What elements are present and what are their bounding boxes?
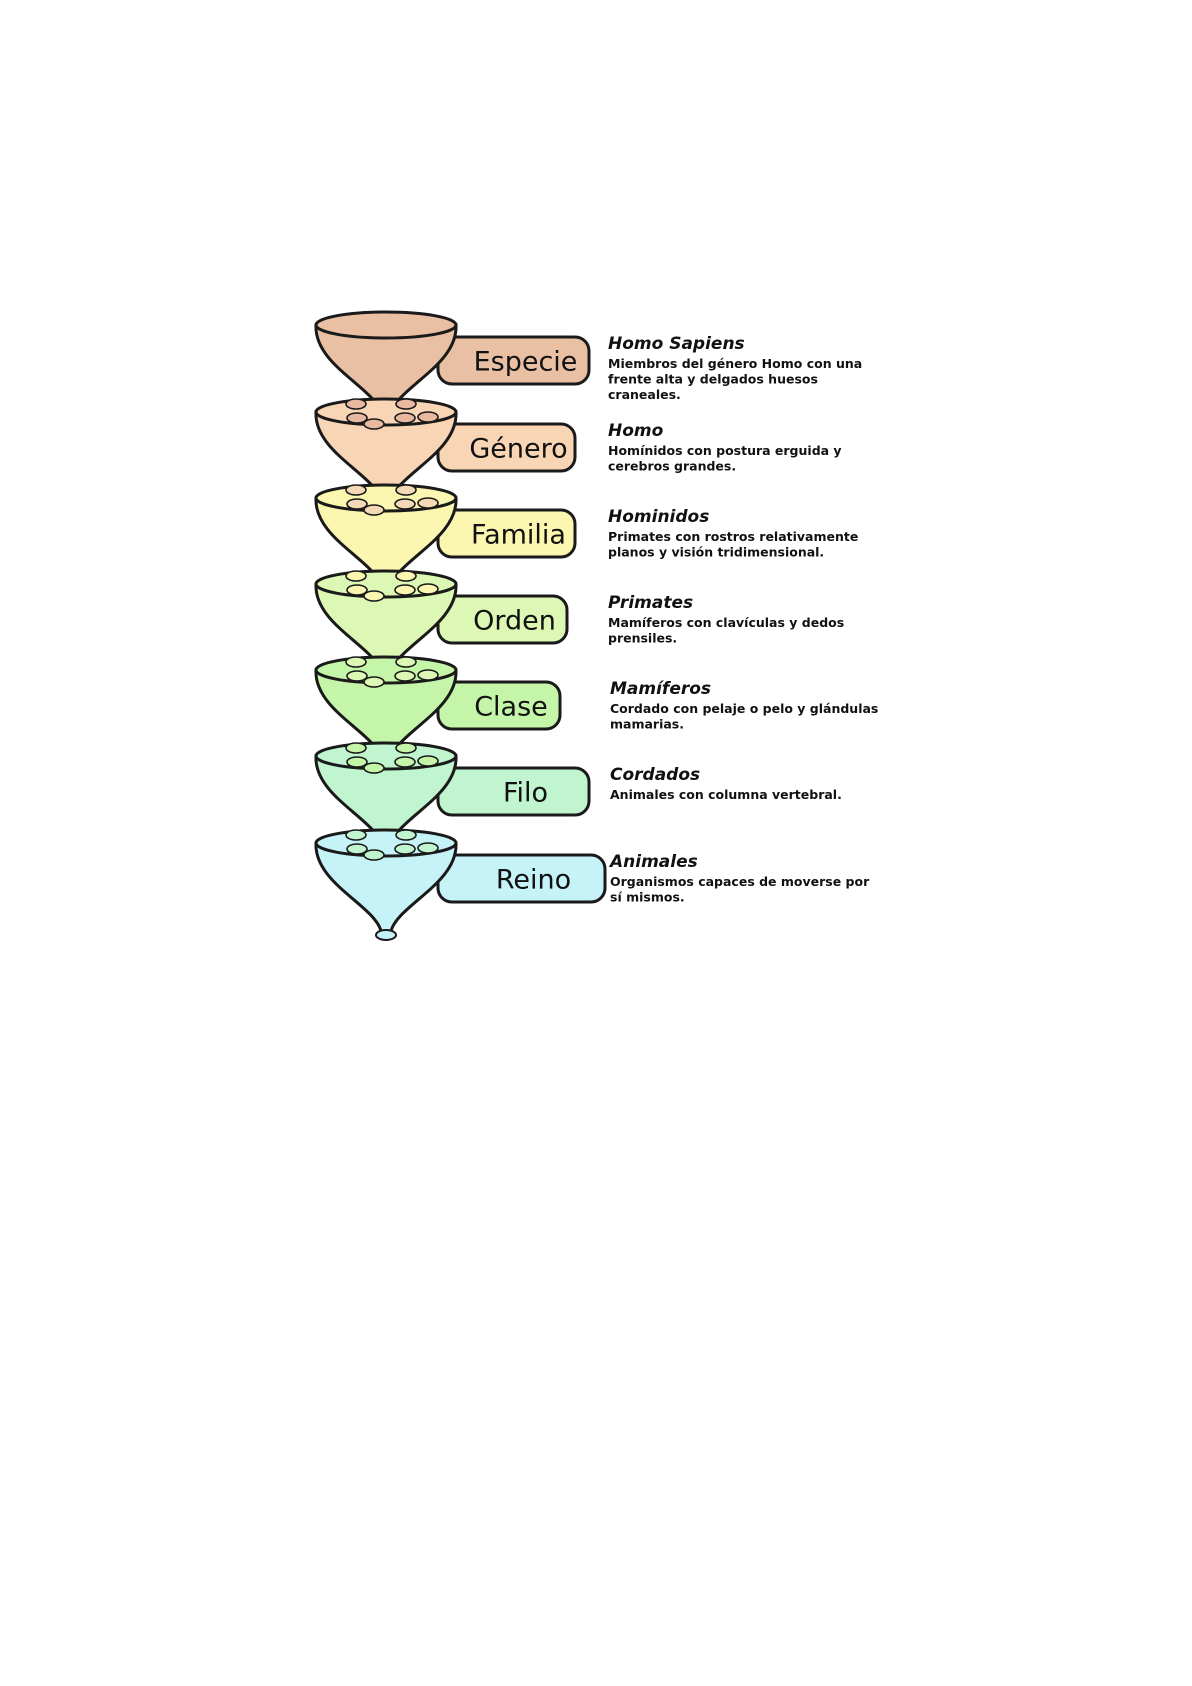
taxon-description-line: Cordado con pelaje o pelo y glándulas [610, 701, 878, 716]
rim-hole [345, 398, 367, 410]
taxon-description-line: Animales con columna vertebral. [610, 787, 842, 802]
funnel-rim [314, 310, 458, 340]
taxon-name: Homo [608, 421, 664, 441]
rim-hole [363, 418, 385, 430]
taxon-description-line: mamarias. [610, 717, 684, 732]
rank-label: Orden [473, 606, 556, 637]
taxon-description-line: craneales. [608, 387, 681, 402]
rim-hole [345, 484, 367, 496]
taxon-description-line: prensiles. [608, 631, 677, 646]
taxon-description-line: cerebros grandes. [608, 459, 736, 474]
rim-hole [395, 742, 417, 754]
taxon-description-line: Miembros del género Homo con una [608, 356, 862, 371]
rim-hole [394, 498, 416, 510]
rim-hole [395, 398, 417, 410]
taxon-description-line: Homínidos con postura erguida y [608, 443, 842, 458]
rank-label: Especie [474, 347, 578, 378]
taxon-name: Hominidos [608, 507, 709, 527]
rim-hole [345, 742, 367, 754]
rim-hole [346, 756, 368, 768]
rank-label: Género [469, 434, 567, 465]
rim-hole [363, 504, 385, 516]
taxon-name: Primates [608, 593, 693, 613]
rim-hole [363, 590, 385, 602]
rim-hole [395, 656, 417, 668]
rim-hole [417, 411, 439, 423]
taxon-description-line: frente alta y delgados huesos [608, 372, 818, 387]
rim-hole [346, 412, 368, 424]
rim-hole [394, 584, 416, 596]
rim-hole [417, 583, 439, 595]
taxon-description-line: planos y visión tridimensional. [608, 545, 824, 560]
rim-hole [346, 843, 368, 855]
rim-hole [394, 756, 416, 768]
rim-hole [395, 484, 417, 496]
taxon-name: Homo Sapiens [608, 334, 745, 354]
rim-hole [417, 669, 439, 681]
rim-hole [345, 829, 367, 841]
taxon-name: Animales [608, 852, 698, 872]
taxon-description-line: Primates con rostros relativamente [608, 529, 858, 544]
funnel-spout [375, 929, 397, 941]
rim-hole [394, 412, 416, 424]
taxon-name: Mamíferos [610, 679, 711, 699]
rim-hole [417, 497, 439, 509]
rim-hole [346, 498, 368, 510]
rim-hole [395, 570, 417, 582]
rim-hole [417, 842, 439, 854]
taxon-description-line: Organismos capaces de moverse por [610, 874, 870, 889]
rim-hole [346, 584, 368, 596]
rank-label: Filo [503, 778, 548, 809]
rim-hole [394, 670, 416, 682]
rim-hole [394, 843, 416, 855]
rim-hole [345, 656, 367, 668]
taxon-description-line: sí mismos. [610, 890, 685, 905]
rank-label: Reino [496, 865, 571, 896]
taxon-name: Cordados [610, 765, 700, 785]
rim-hole [395, 829, 417, 841]
taxon-description-line: Mamíferos con clavículas y dedos [608, 615, 844, 630]
rim-hole [363, 762, 385, 774]
rank-label: Familia [471, 520, 566, 551]
rim-hole [363, 676, 385, 688]
rank-label: Clase [474, 692, 548, 723]
rim-hole [345, 570, 367, 582]
rim-hole [346, 670, 368, 682]
rim-hole [417, 755, 439, 767]
rim-hole [363, 849, 385, 861]
